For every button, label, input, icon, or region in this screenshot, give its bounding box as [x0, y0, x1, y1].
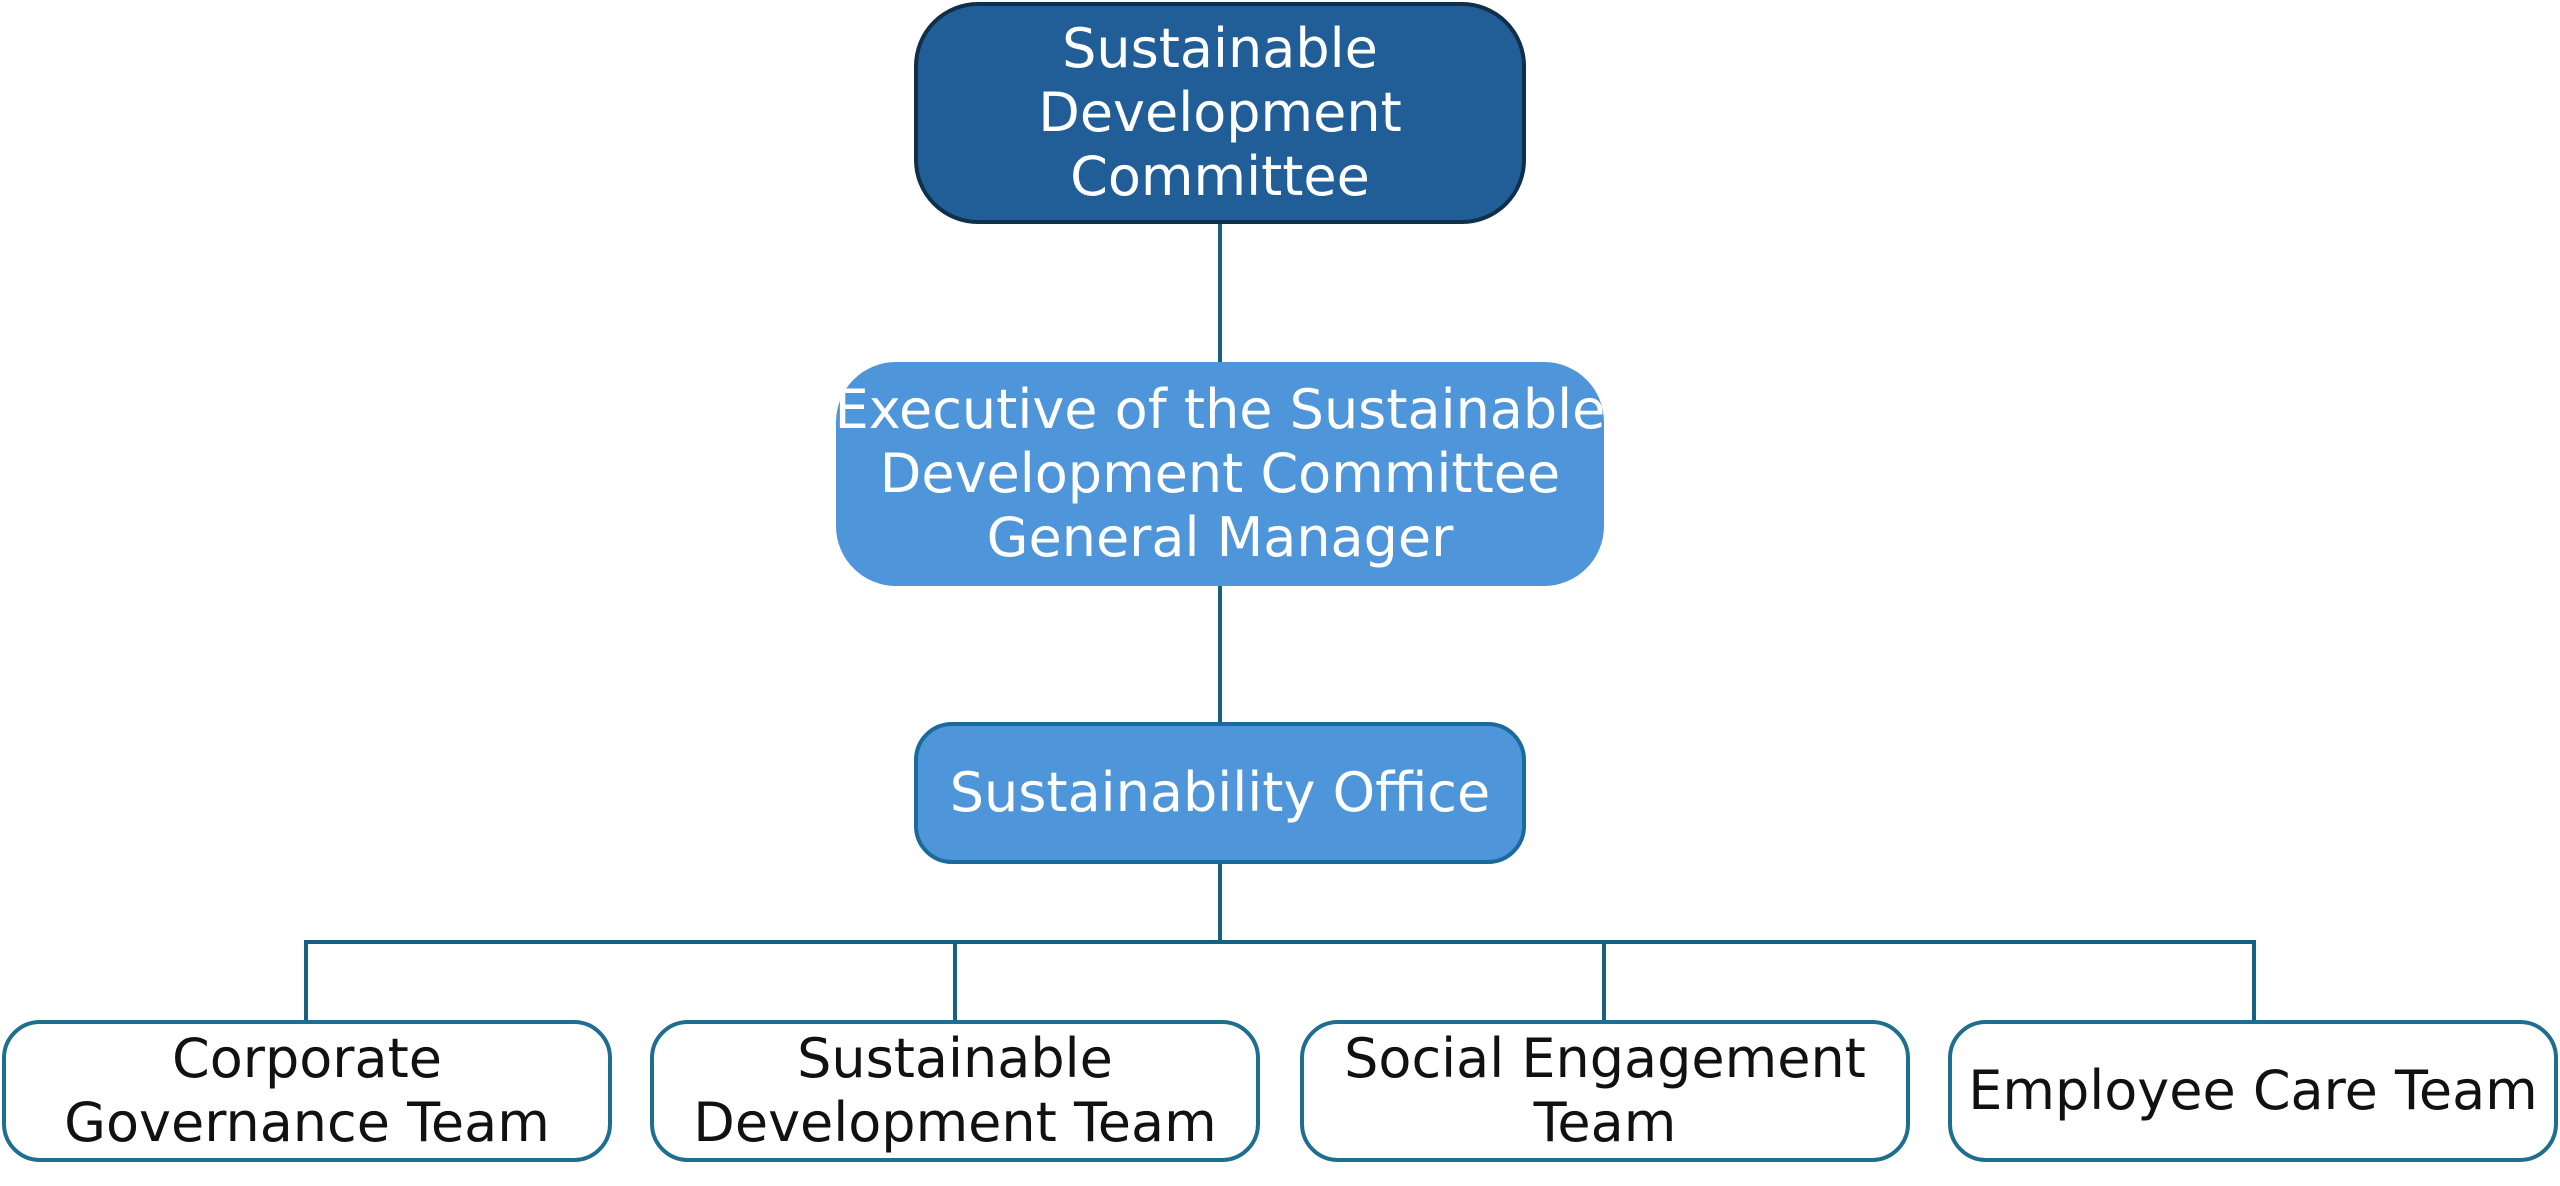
node-label-line: Development: [1038, 81, 1402, 144]
node-sustainable-development-committee: Sustainable Development Committee: [914, 2, 1526, 224]
node-label-line: Sustainable: [1062, 17, 1378, 80]
node-label-line: Governance Team: [64, 1091, 550, 1154]
node-label-line: Development Team: [693, 1091, 1217, 1154]
node-sustainable-development-team: Sustainable Development Team: [650, 1020, 1260, 1162]
node-label-line: Executive of the Sustainable: [834, 378, 1606, 441]
node-executive-general-manager: Executive of the Sustainable Development…: [834, 362, 1606, 586]
node-label-line: Sustainability Office: [949, 761, 1491, 824]
node-employee-care-team: Employee Care Team: [1948, 1020, 2558, 1162]
node-label-line: Development Committee: [879, 442, 1561, 505]
node-label-line: Employee Care Team: [1968, 1059, 2538, 1122]
node-label-line: Sustainable: [797, 1027, 1113, 1090]
node-label-line: Corporate: [172, 1027, 442, 1090]
node-label-line: Social Engagement: [1344, 1027, 1866, 1090]
node-corporate-governance-team: Corporate Governance Team: [2, 1020, 612, 1162]
node-social-engagement-team: Social Engagement Team: [1300, 1020, 1910, 1162]
node-label-line: Committee: [1070, 145, 1370, 208]
node-label-line: Team: [1533, 1091, 1677, 1154]
node-label-line: General Manager: [986, 506, 1454, 569]
node-sustainability-office: Sustainability Office: [914, 722, 1526, 864]
